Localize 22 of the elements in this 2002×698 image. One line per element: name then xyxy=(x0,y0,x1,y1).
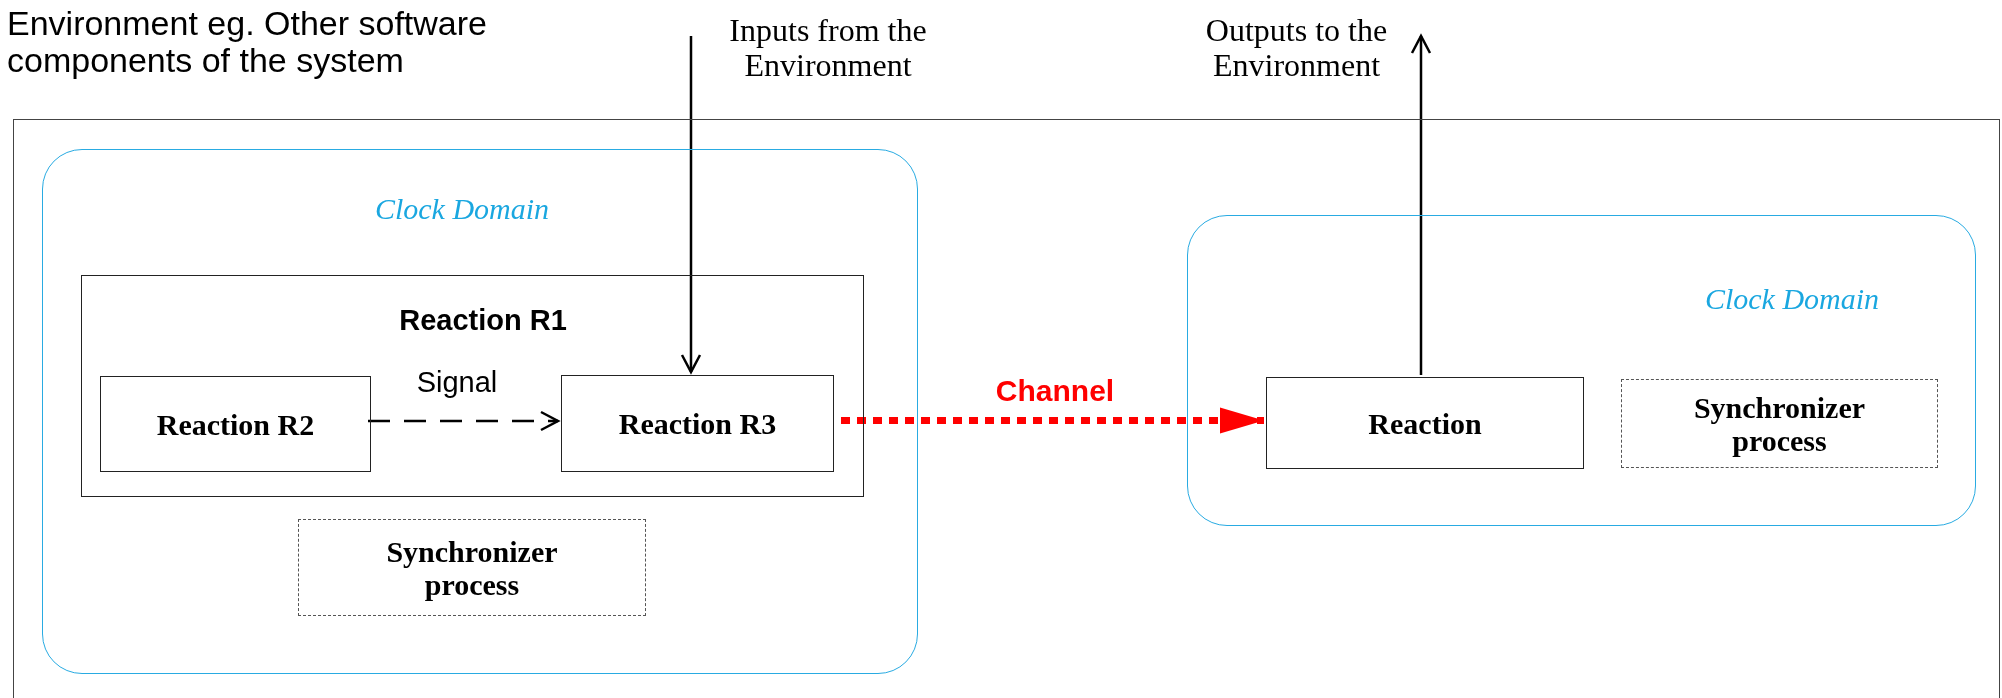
reaction-title: Reaction R1 xyxy=(398,305,568,337)
reaction-container-box xyxy=(81,275,864,497)
clock-domain-label: Clock Domain xyxy=(373,192,551,225)
node-label: Reaction xyxy=(1368,406,1482,440)
synchronizer-box xyxy=(298,519,646,616)
node-label: Reaction R2 xyxy=(156,407,315,441)
clock-domain-label: Clock Domain xyxy=(1703,282,1881,315)
inputs-label: Inputs from the Environment xyxy=(728,12,928,84)
reaction-box xyxy=(1266,377,1584,469)
arrow xyxy=(368,410,560,432)
reaction-box xyxy=(100,376,371,472)
node-label: Synchronizer process xyxy=(385,534,559,601)
node-label: Reaction R3 xyxy=(618,407,777,440)
environment-heading: Environment eg. Other software components of the system xyxy=(7,5,488,80)
synchronizer-box xyxy=(1621,379,1938,468)
arrow xyxy=(1410,34,1432,375)
arrow xyxy=(680,36,702,374)
outputs-label: Outputs to the Environment xyxy=(1204,12,1389,84)
node-label: Synchronizer process xyxy=(1692,390,1867,457)
clock-domain-region xyxy=(42,149,918,674)
reaction-box xyxy=(561,375,834,472)
clock-domain-region xyxy=(1187,215,1976,526)
